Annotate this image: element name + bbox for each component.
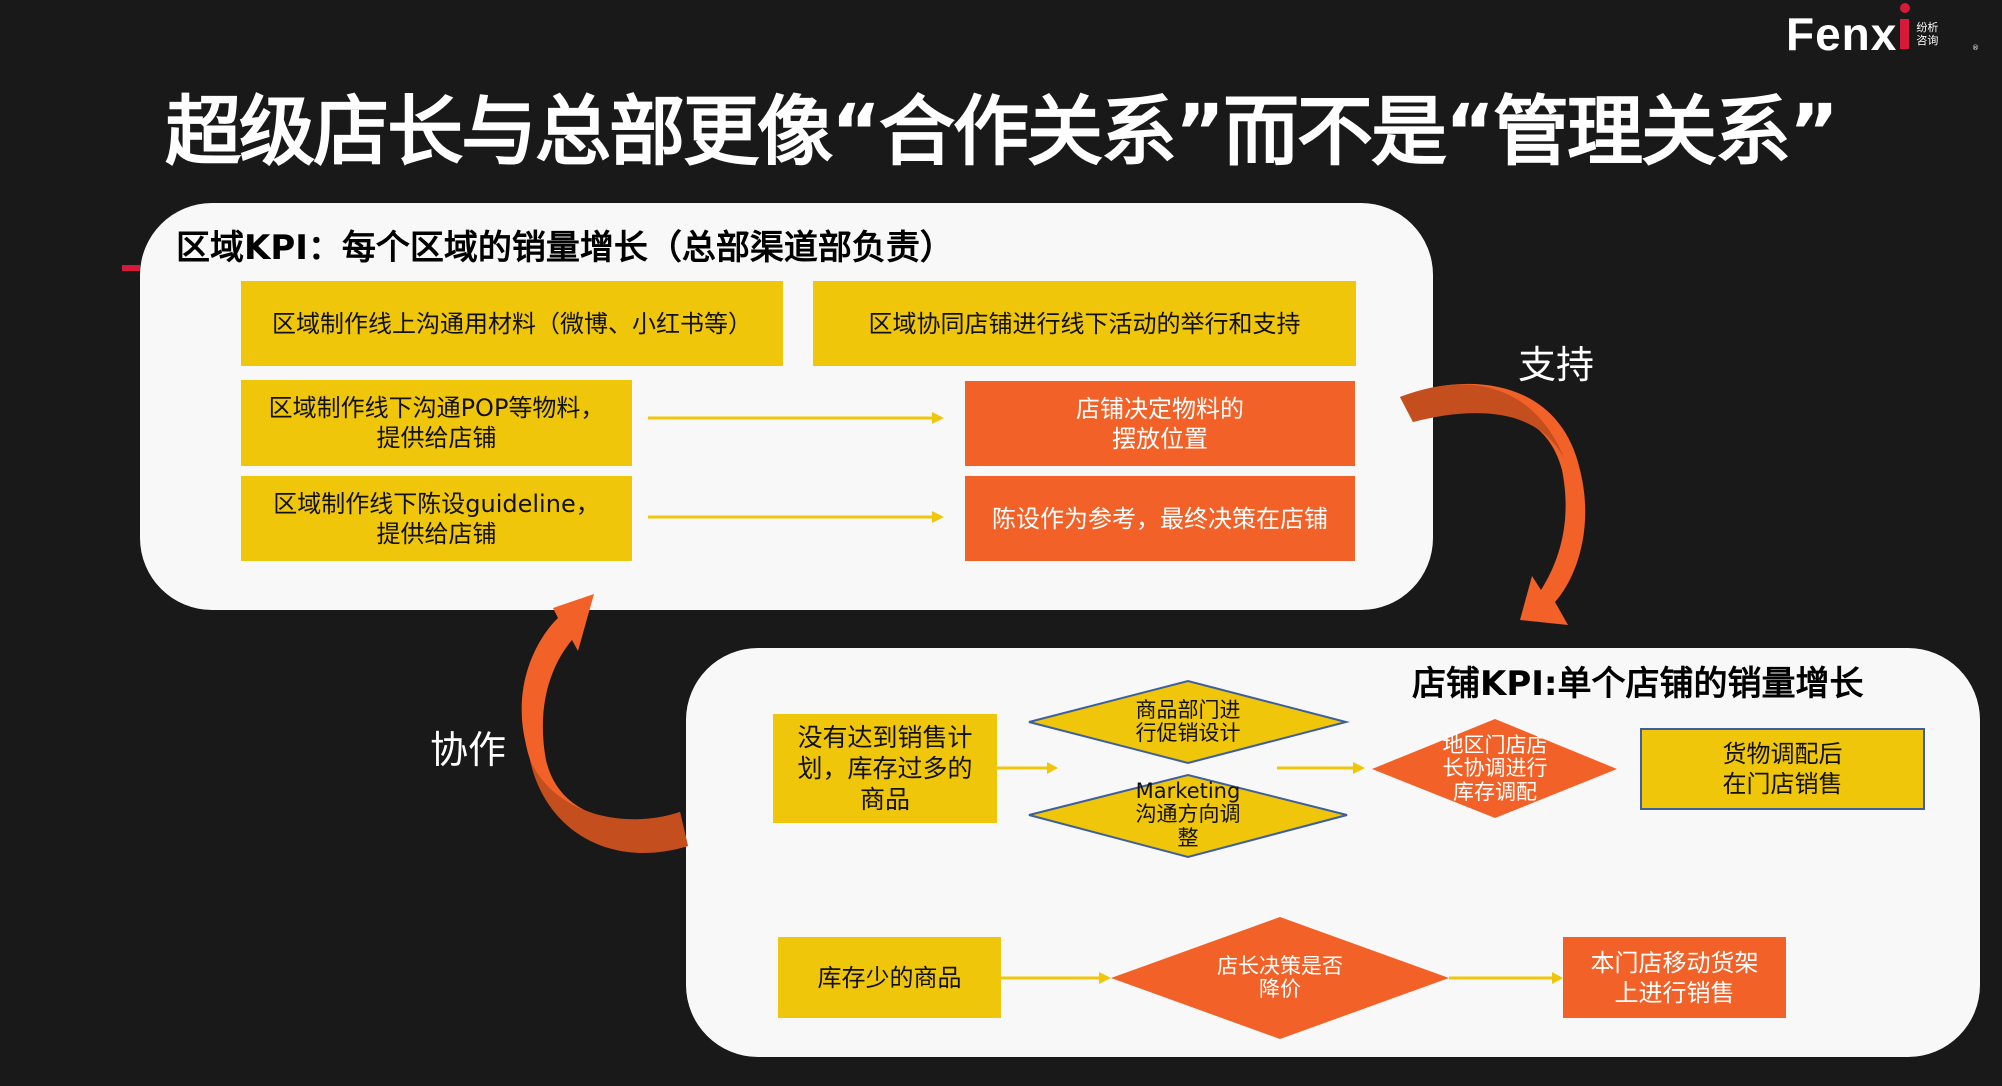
logo-i-mark <box>1899 3 1910 49</box>
page-title: 超级店长与总部更像“合作关系”而不是“管理关系” <box>165 87 1839 176</box>
support-label: 支持 <box>1518 343 1595 387</box>
box-text: 区域制作线上沟通用材料（微博、小红书等） <box>272 309 752 338</box>
logo-cn-line2: 咨询 <box>1916 34 1939 47</box>
logo-cn-line1: 纷析 <box>1916 21 1939 34</box>
region-box-guideline: 区域制作线下陈设guideline， 提供给店铺 <box>241 476 632 561</box>
store-decides-placement-box: 店铺决定物料的 摆放位置 <box>965 381 1355 466</box>
box-text: 区域协同店铺进行线下活动的举行和支持 <box>868 309 1301 338</box>
logo-chinese: 纷析 咨询 <box>1916 21 1942 47</box>
box-text: 本门店移动货架 上进行销售 <box>1590 948 1759 1007</box>
box-text: 陈设作为参考，最终决策在店铺 <box>992 504 1328 533</box>
marketing-adjust-text: Marketing 沟通方向调 整 <box>1135 779 1241 850</box>
registered-mark: ® <box>1972 44 1979 52</box>
low-stock-start-box: 库存少的商品 <box>778 937 1001 1018</box>
collaborate-label: 协作 <box>430 728 507 772</box>
logo-wordmark: Fenx <box>1786 8 1898 60</box>
box-text: 货物调配后 在门店销售 <box>1722 740 1843 798</box>
store-kpi-title: 店铺KPI:单个店铺的销量增长 <box>1412 664 1864 704</box>
move-shelf-sell-box: 本门店移动货架 上进行销售 <box>1563 937 1786 1018</box>
fenxi-logo: Fenx 纷析 咨询 <box>1786 3 1942 60</box>
box-text: 没有达到销售计 划，库存过多的 商品 <box>797 722 973 815</box>
box-text: 区域制作线下沟通POP等物料， 提供给店铺 <box>268 394 605 452</box>
region-kpi-title: 区域KPI：每个区域的销量增长（总部渠道部负责） <box>176 228 954 268</box>
regional-coordination-text: 地区门店店 长协调进行 库存调配 <box>1442 733 1548 804</box>
price-cut-decision-text: 店长决策是否 降价 <box>1217 953 1343 1001</box>
collaborate-curved-arrow <box>521 594 688 853</box>
promo-design-text: 商品部门进 行促销设计 <box>1135 697 1241 745</box>
store-final-decision-box: 陈设作为参考，最终决策在店铺 <box>965 476 1355 561</box>
box-text: 区域制作线下陈设guideline， 提供给店铺 <box>273 489 600 548</box>
region-box-online-materials: 区域制作线上沟通用材料（微博、小红书等） <box>241 281 783 366</box>
region-box-offline-events: 区域协同店铺进行线下活动的举行和支持 <box>813 281 1356 366</box>
box-text: 店铺决定物料的 摆放位置 <box>1076 394 1244 453</box>
region-box-pop-materials: 区域制作线下沟通POP等物料， 提供给店铺 <box>241 380 632 466</box>
sell-after-allocation-box: 货物调配后 在门店销售 <box>1640 728 1925 810</box>
accent-tick <box>122 265 140 271</box>
box-text: 库存少的商品 <box>817 963 962 992</box>
overstock-start-box: 没有达到销售计 划，库存过多的 商品 <box>773 714 997 823</box>
